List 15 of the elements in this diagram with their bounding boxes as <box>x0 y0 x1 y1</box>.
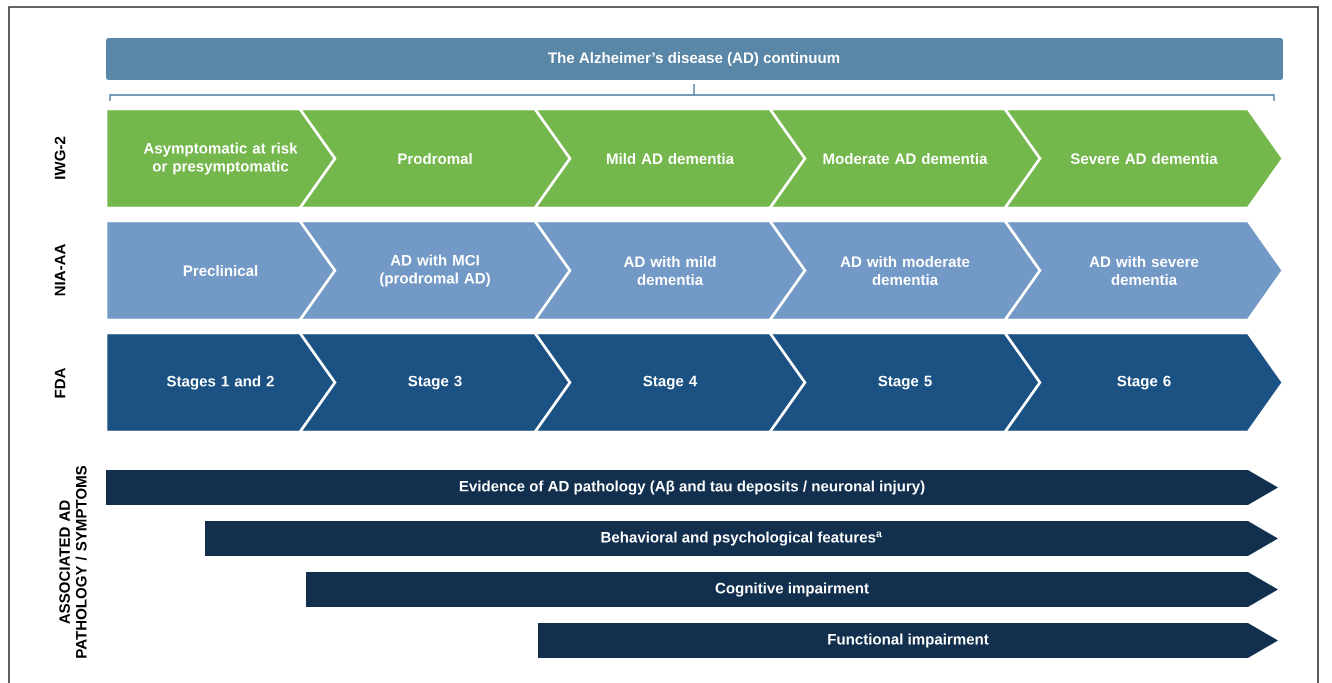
row-label: NIA-AA <box>54 244 66 296</box>
row-label: FDA <box>54 367 66 398</box>
arrow-bar: Functional impairment <box>538 623 1278 658</box>
arrow-bar: Cognitive impairment <box>306 572 1278 607</box>
stage-box: Asymptomatic at risk or presymptomatic <box>104 107 337 210</box>
stage-box: AD with severe dementia <box>1002 219 1285 322</box>
title-bar: The Alzheimer’s disease (AD) continuum <box>106 38 1283 80</box>
arrow-bar: Evidence of AD pathology (Aβ and tau deposits / neuronal injury) <box>106 470 1278 505</box>
row-label: IWG-2 <box>54 136 66 179</box>
row-label: ASSOCIATED AD PATHOLOGY / SYMPTOMS <box>59 465 87 658</box>
stage-box: Preclinical <box>104 219 337 322</box>
stage-box: Stages 1 and 2 <box>104 331 337 434</box>
stage-box: Severe AD dementia <box>1002 107 1285 210</box>
arrow-bar: Behavioral and psychological features$^{a}$ <box>205 521 1278 556</box>
stage-box: Stage 6 <box>1002 331 1285 434</box>
